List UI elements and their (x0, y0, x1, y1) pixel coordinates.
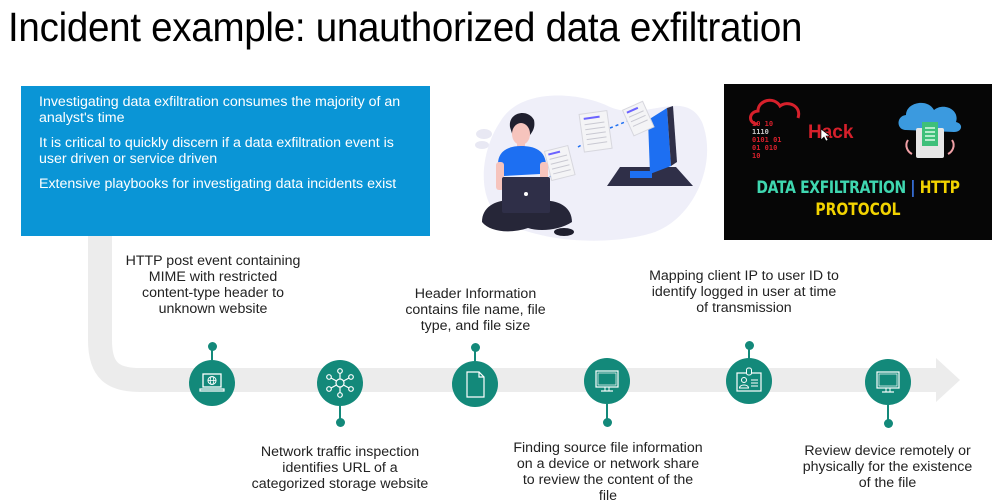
connector-line (339, 406, 341, 420)
connector-line (474, 349, 476, 361)
monitor-icon (595, 370, 619, 392)
timeline-step-text: Review device remotely or physically for… (802, 443, 973, 491)
video-headline-line1: DATA EXFILTRATION | HTTP (756, 178, 960, 198)
connector-dot (471, 343, 480, 352)
monitor-icon (876, 371, 900, 393)
timeline-step-text: Mapping client IP to user ID to identify… (649, 268, 839, 316)
summary-bullet: Investigating data exfiltration consumes… (39, 94, 401, 126)
cloud-upload-icon (898, 102, 962, 158)
summary-bullet: It is critical to quickly discern if a d… (39, 135, 394, 167)
timeline-node[interactable] (452, 361, 498, 407)
red-cloud-icon (749, 98, 801, 126)
video-headline-line2: PROTOCOL (815, 200, 901, 220)
connector-dot (745, 341, 754, 350)
process-timeline: HTTP post event containing MIME with res… (0, 230, 992, 504)
id-badge-icon (736, 367, 762, 392)
connector-dot (884, 419, 893, 428)
connector-line (606, 404, 608, 420)
summary-bullet: Extensive playbooks for investigating da… (39, 176, 397, 192)
connector-dot (603, 418, 612, 427)
timeline-node[interactable] (189, 360, 235, 406)
hack-logo-text: Hack (808, 122, 854, 143)
timeline-step-text: Finding source file information on a dev… (513, 440, 703, 504)
timeline-node[interactable] (726, 358, 772, 404)
connector-line (748, 347, 750, 359)
timeline-step-text: Network traffic inspection identifies UR… (251, 444, 429, 492)
slide-title: Incident example: unauthorized data exfi… (8, 4, 803, 50)
connector-dot (336, 418, 345, 427)
timeline-node[interactable] (584, 358, 630, 404)
document-icon (466, 371, 485, 398)
binary-digits: 10 10 1110 0101 01 01 010 10 (752, 120, 782, 160)
mouse-cursor-icon (820, 128, 830, 142)
timeline-step-text: HTTP post event containing MIME with res… (125, 253, 301, 317)
connector-line (211, 348, 213, 360)
timeline-step-text: Header Information contains file name, f… (405, 286, 546, 334)
timeline-node[interactable] (317, 360, 363, 406)
connector-line (887, 405, 889, 421)
person-laptop-illustration (475, 95, 708, 241)
connector-dot (208, 342, 217, 351)
timeline-node[interactable] (865, 359, 911, 405)
network-hub-icon (326, 368, 354, 398)
summary-box: Investigating data exfiltration consumes… (21, 86, 430, 236)
laptop-globe-icon (199, 373, 225, 392)
video-thumbnail[interactable]: 10 10 1110 0101 01 01 010 10 Hack DATA E… (724, 84, 992, 240)
timeline-arrow (88, 236, 960, 402)
